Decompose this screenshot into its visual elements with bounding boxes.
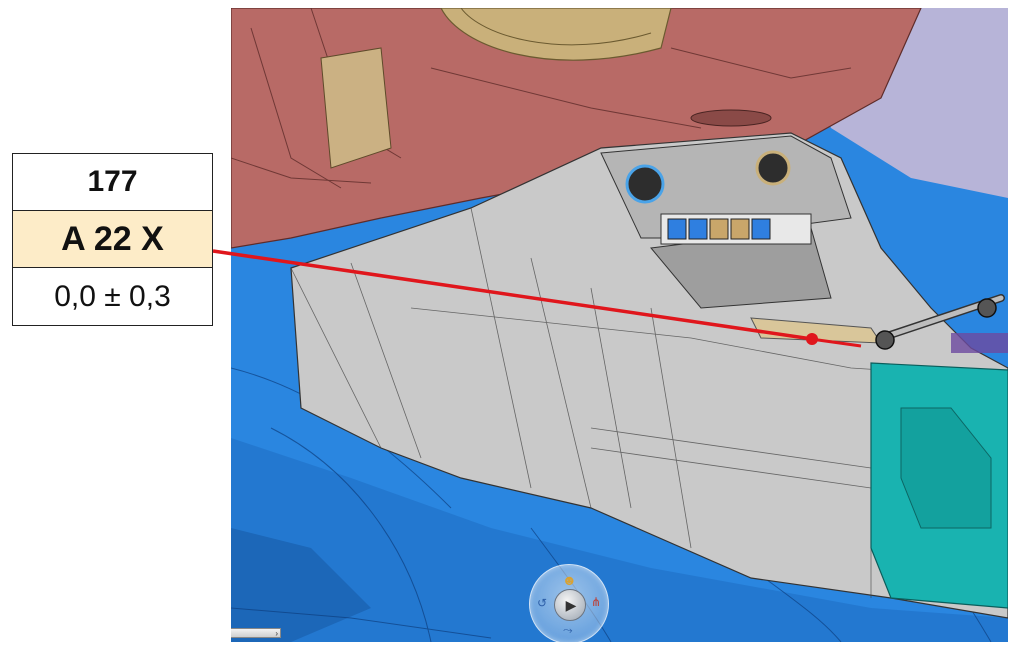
cup-holder-right <box>755 150 791 186</box>
horizontal-scrollbar[interactable]: › <box>231 628 281 638</box>
people-icon[interactable]: ☻ <box>562 572 577 588</box>
share-icon[interactable]: ⋔ <box>590 595 601 609</box>
hinge-joint <box>875 330 895 350</box>
rotate-icon[interactable]: ↺ <box>537 596 548 610</box>
callout-code: A 22 X <box>13 211 212 268</box>
cad-viewport[interactable]: ☻ ↺ ⋔ ⤳ ▶ › <box>231 8 1008 642</box>
steering-wheel <box>440 8 672 61</box>
cup-holder-left <box>625 164 665 204</box>
measurement-point <box>806 333 818 345</box>
play-icon: ▶ <box>565 596 577 613</box>
connect-icon[interactable]: ⤳ <box>563 623 573 637</box>
navigation-compass[interactable]: ☻ ↺ ⋔ ⤳ ▶ <box>529 564 609 642</box>
callout-tolerance: 0,0 ± 0,3 <box>54 279 171 313</box>
play-button[interactable]: ▶ <box>554 589 586 621</box>
car-interior-render <box>231 8 1008 642</box>
callout-id: 177 <box>13 154 212 211</box>
switch-strip <box>660 213 812 245</box>
dimension-callout: 177 A 22 X 0,0 ± 0,3 <box>12 153 213 326</box>
